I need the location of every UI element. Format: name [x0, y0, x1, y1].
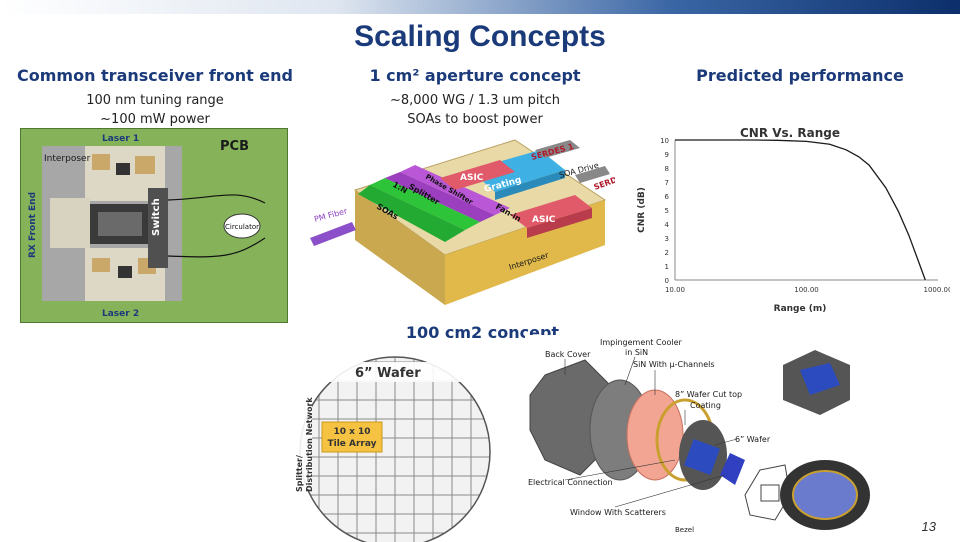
electrical-connection-label: Electrical Connection	[528, 478, 613, 487]
chart-title: CNR Vs. Range	[740, 126, 840, 140]
pm-fiber	[310, 222, 356, 246]
grating-block	[470, 150, 565, 192]
window-label: Window With Scatterers	[570, 508, 666, 517]
switch-block	[148, 188, 168, 268]
y-tick-label: 5	[665, 207, 669, 215]
pm-fiber-label: PM Fiber	[313, 206, 349, 224]
cnr-series-line	[675, 139, 926, 281]
y-tick-label: 6	[665, 193, 670, 201]
pcb-label: PCB	[220, 139, 249, 154]
concept100-heading: 100 cm2 concept	[405, 323, 560, 342]
tile-array-label-1: 10 x 10	[333, 427, 370, 437]
chart-ylabel: CNR (dB)	[637, 187, 647, 233]
wafer-label: 6” Wafer	[355, 366, 421, 381]
col2-line1: ~8,000 WG / 1.3 um pitch	[389, 93, 560, 108]
page-number: 13	[921, 519, 936, 534]
serdes1-label: SERDES 1	[530, 142, 575, 162]
rx-front-end-label: RX Front End	[28, 192, 38, 258]
laser1-label: Laser 1	[102, 134, 139, 144]
x-tick-label: 100.00	[794, 286, 819, 294]
col1-text: 100 nm tuning range ~100 mW power	[10, 91, 300, 129]
asic-top-label: ASIC	[460, 173, 484, 183]
wafer6-tile	[684, 439, 720, 475]
col3-heading: Predicted performance	[696, 66, 904, 85]
y-tick-label: 10	[660, 137, 669, 145]
wafer-cut-label-1: 8” Wafer Cut top	[675, 390, 742, 399]
wafer-figure: Splitter/ Distribution Network 6” Wafer …	[270, 352, 520, 542]
x-tick-label: 10.00	[665, 286, 685, 294]
chart-xlabel: Range (m)	[774, 304, 827, 314]
circulator-label: Circulator	[225, 223, 259, 231]
serdes1-block	[535, 140, 580, 158]
window-shape	[720, 453, 745, 485]
circulator-icon	[223, 213, 261, 239]
splitter-network-label-2: Distribution Network	[305, 397, 314, 492]
col1-line1: 100 nm tuning range	[86, 93, 224, 108]
interposer-left-face	[355, 190, 445, 305]
wafer-cut-label-2: Coating	[690, 401, 721, 410]
interposer-label: Interposer	[44, 154, 91, 164]
col2-text: ~8,000 WG / 1.3 um pitch SOAs to boost p…	[330, 91, 620, 129]
back-cover-shape	[529, 359, 611, 476]
laser2-label: Laser 2	[102, 309, 139, 319]
asic-top-block	[440, 160, 515, 190]
col1-line2: ~100 mW power	[100, 112, 210, 127]
col2-line2: SOAs to boost power	[407, 112, 543, 127]
y-tick-label: 2	[665, 249, 669, 257]
serdes2-block	[575, 166, 610, 183]
x-tick-label: 1000.00	[924, 286, 950, 294]
splitter-network-label-1: Splitter/	[295, 455, 304, 492]
package-exploded-figure: Back Cover Impingement Cooler in SiN SiN…	[525, 335, 880, 540]
y-tick-label: 4	[665, 221, 670, 229]
sin-channels-label: SiN With μ-Channels	[633, 360, 715, 369]
soa-layer	[358, 185, 465, 242]
aperture-concept-figure: ASIC ASIC Grating SERDES 1 SERDES 2 SOA …	[310, 139, 615, 305]
slide-title: Scaling Concepts	[354, 20, 606, 53]
splitter-layer	[385, 172, 495, 222]
y-tick-label: 3	[665, 235, 669, 243]
impingement-label-1: Impingement Cooler	[600, 338, 683, 347]
header-bar	[0, 0, 960, 14]
y-tick-label: 1	[665, 263, 669, 271]
cnr-chart: CNR Vs. Range CNR (dB) Range (m) 0 1 2 3 4 5 6…	[637, 126, 950, 314]
tile-array-highlight	[321, 421, 383, 453]
transceiver-figure: Switch Circulator PCB Laser 1 Laser 2 In…	[20, 128, 288, 323]
bezel-label: Bezel	[675, 526, 694, 534]
asic-right-label: ASIC	[532, 215, 556, 225]
col2-heading: 1 cm² aperture concept	[369, 66, 581, 85]
back-cover-label: Back Cover	[545, 350, 591, 359]
col1-heading: Common transceiver front end	[17, 66, 293, 85]
y-tick-label: 0	[665, 277, 669, 285]
impingement-label-2: in SiN	[625, 348, 648, 357]
asic-right-block	[510, 195, 592, 228]
y-tick-label: 8	[665, 165, 669, 173]
wafer6-fig-label: 6” Wafer	[735, 435, 771, 444]
y-tick-label: 9	[665, 151, 669, 159]
switch-label: Switch	[151, 198, 162, 236]
y-tick-label: 7	[665, 179, 669, 187]
tile-array-label-2: Tile Array	[327, 439, 376, 449]
rx-chip	[50, 198, 90, 248]
